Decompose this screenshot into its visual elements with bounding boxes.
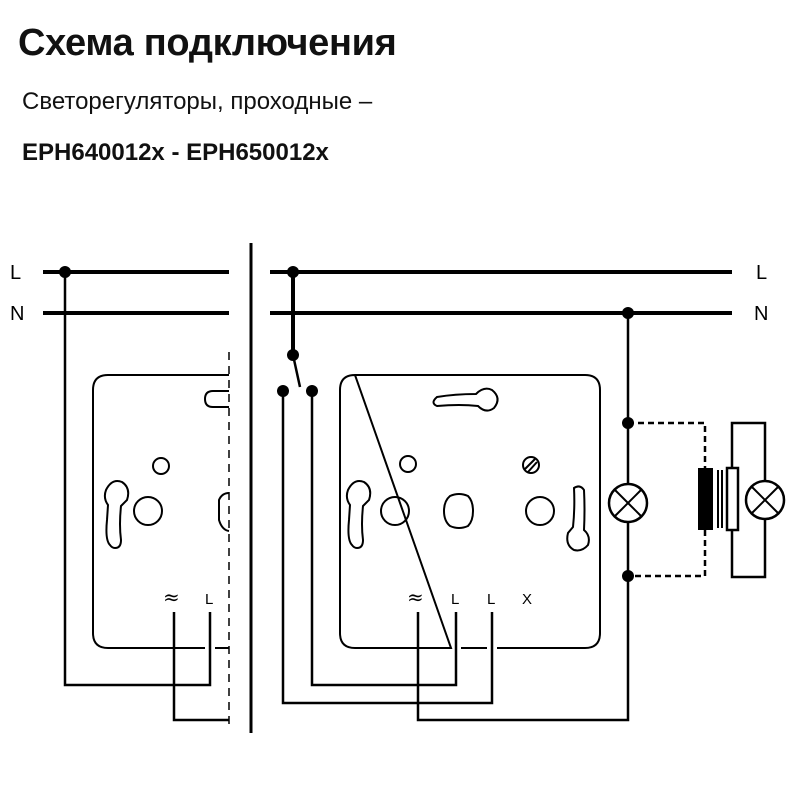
screw-icon: [522, 456, 540, 474]
right-dimmer: ≈ L L X: [281, 313, 630, 722]
terminal-label-l2: L: [487, 591, 495, 608]
bus-label-l-right: L: [756, 262, 767, 284]
bus-label-n-right: N: [754, 303, 768, 325]
terminal-label-l1: L: [451, 591, 459, 608]
bus-label-n-left: N: [10, 303, 24, 325]
terminal-label-dimmed: ≈: [163, 585, 180, 609]
low-voltage-lamp-icon: [744, 479, 786, 521]
subtitle: Светорегуляторы, проходные –: [22, 88, 373, 115]
transformer-icon: [698, 466, 740, 532]
bus-lines: [43, 270, 732, 315]
bus-label-l-left: L: [10, 262, 21, 284]
lamp-icon: [607, 482, 649, 524]
page-title: Схема подключения: [18, 22, 397, 64]
changeover-contact: [277, 266, 318, 397]
model-numbers: EPH640012x - EPH650012x: [22, 139, 329, 166]
terminal-label-l: L: [205, 591, 213, 608]
terminal-label-x: X: [522, 591, 532, 608]
load-section: [607, 307, 786, 582]
terminal-label-dimmed: ≈: [407, 585, 424, 609]
junction-dot: [59, 266, 71, 278]
left-dimmer: ≈ L: [59, 266, 230, 728]
